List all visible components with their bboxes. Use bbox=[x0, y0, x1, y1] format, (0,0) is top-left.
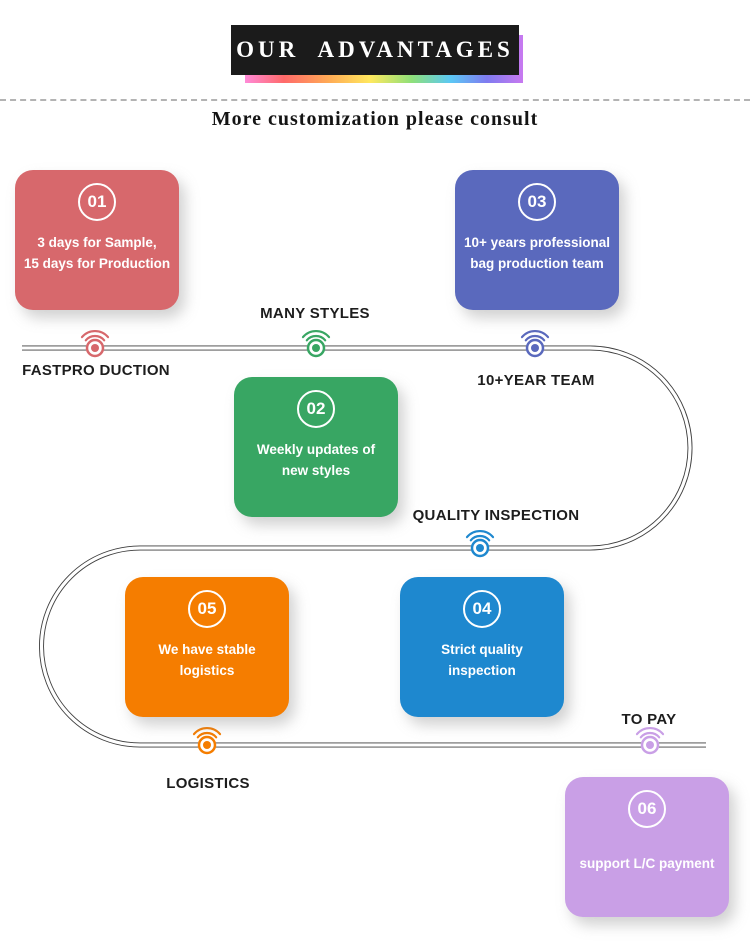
page-title: OUR ADVANTAGES bbox=[236, 37, 514, 62]
step-number-badge: 06 bbox=[628, 790, 666, 828]
ripple-arc-icon bbox=[84, 334, 106, 342]
ripple-arc-icon bbox=[465, 530, 495, 539]
card-text-line: 15 days for Production bbox=[23, 255, 171, 271]
step-number: 04 bbox=[472, 599, 492, 618]
label-to-pay: TO PAY bbox=[621, 711, 677, 728]
card-text: Strict quality inspection bbox=[433, 640, 531, 682]
card-year-team: 03 10+ years professional bag production… bbox=[455, 170, 619, 310]
step-number: 05 bbox=[197, 599, 217, 618]
title-banner: OUR ADVANTAGES bbox=[231, 25, 519, 75]
node-dot bbox=[312, 344, 320, 352]
node-fast-production bbox=[80, 330, 110, 358]
card-fast-production: 01 3 days for Sample, 15 days for Produc… bbox=[15, 170, 179, 310]
step-number: 02 bbox=[306, 399, 326, 418]
label-logistics: LOGISTICS bbox=[166, 775, 250, 792]
node-to-pay bbox=[635, 727, 665, 755]
node-dot bbox=[646, 741, 654, 749]
ripple-arc-icon bbox=[520, 330, 550, 339]
label-many-styles: MANY STYLES bbox=[260, 305, 370, 322]
card-text-line: 3 days for Sample, bbox=[37, 235, 157, 250]
card-logistics: 05 We have stable logistics bbox=[125, 577, 289, 717]
label-quality-inspection: QUALITY INSPECTION bbox=[412, 507, 580, 524]
node-year-team bbox=[520, 330, 550, 358]
ripple-arc-icon bbox=[301, 330, 331, 339]
ripple-arc-icon bbox=[192, 727, 222, 736]
card-to-pay: 06 support L/C payment bbox=[565, 777, 729, 917]
label-fast-production: FASTPRO DUCTION bbox=[22, 362, 170, 379]
card-many-styles: 02 Weekly updates of new styles bbox=[234, 377, 398, 517]
road-inner-line bbox=[22, 346, 706, 747]
node-dot bbox=[203, 741, 211, 749]
step-number-badge: 01 bbox=[78, 183, 116, 221]
step-number: 03 bbox=[527, 192, 547, 211]
card-text-line: We have stable bbox=[158, 642, 256, 657]
step-number-badge: 04 bbox=[463, 590, 501, 628]
step-number: 01 bbox=[87, 192, 107, 211]
label-year-team: 10+YEAR TEAM bbox=[477, 372, 595, 389]
step-number: 06 bbox=[637, 799, 657, 818]
card-text: We have stable logistics bbox=[150, 640, 263, 682]
node-logistics bbox=[192, 727, 222, 755]
node-dot bbox=[476, 544, 484, 552]
card-text-line: inspection bbox=[448, 662, 516, 678]
ripple-arc-icon bbox=[80, 330, 110, 339]
ripple-arc-icon bbox=[469, 534, 491, 542]
node-quality-inspection bbox=[465, 530, 495, 558]
ripple-arc-icon bbox=[639, 731, 661, 739]
node-dot bbox=[531, 344, 539, 352]
ripple-arc-icon bbox=[635, 727, 665, 736]
node-many-styles bbox=[301, 330, 331, 358]
node-dot bbox=[91, 344, 99, 352]
card-text: 10+ years professional bag production te… bbox=[456, 233, 618, 275]
step-number-badge: 02 bbox=[297, 390, 335, 428]
subtitle: More customization please consult bbox=[211, 108, 539, 130]
card-quality-inspection: 04 Strict quality inspection bbox=[400, 577, 564, 717]
ripple-arc-icon bbox=[196, 731, 218, 739]
card-text: 3 days for Sample, 15 days for Productio… bbox=[16, 233, 178, 275]
card-text-line: Strict quality bbox=[441, 642, 523, 657]
card-text: Weekly updates of new styles bbox=[249, 440, 383, 482]
card-text-line: logistics bbox=[179, 662, 235, 678]
step-number-badge: 05 bbox=[188, 590, 226, 628]
card-text-line: support L/C payment bbox=[579, 856, 715, 871]
card-text-line: new styles bbox=[281, 462, 351, 478]
card-text-line: bag production team bbox=[470, 255, 604, 271]
card-text-line: Weekly updates of bbox=[256, 442, 376, 457]
dashed-divider bbox=[0, 99, 750, 101]
ripple-arc-icon bbox=[524, 334, 546, 342]
card-text: support L/C payment bbox=[571, 854, 722, 875]
ripple-arc-icon bbox=[305, 334, 327, 342]
step-number-badge: 03 bbox=[518, 183, 556, 221]
card-text-line: 10+ years professional bbox=[464, 235, 610, 250]
